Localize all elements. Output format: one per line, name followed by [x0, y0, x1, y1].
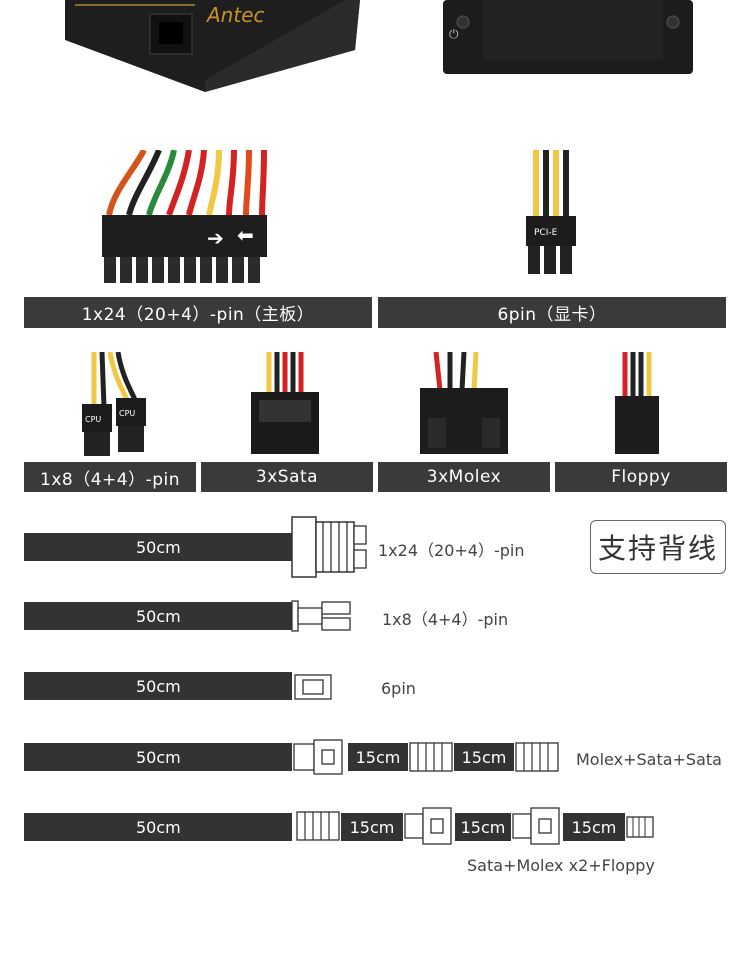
- cable-extension-segment: 15cm: [454, 743, 514, 771]
- floppy-caption: Floppy: [555, 462, 727, 492]
- pcie-6pin-photo: PCI-E: [378, 150, 726, 296]
- cpu-8pin-caption: 1x8（4+4）-pin: [24, 462, 196, 492]
- floppy-photo: [555, 352, 727, 460]
- cpu-connector-label-2: CPU: [119, 409, 135, 418]
- cpu-connector-label-1: CPU: [85, 415, 101, 424]
- psu-side-image: Antec: [65, 0, 360, 92]
- molex-connector-icon: [404, 807, 452, 845]
- cable-extension-segment: 15cm: [348, 743, 408, 771]
- cable-main-segment: 50cm: [24, 743, 292, 771]
- cable-main-segment: 50cm: [24, 813, 292, 841]
- cable-main-segment: 50cm: [24, 672, 292, 700]
- sata-caption: 3xSata: [201, 462, 373, 492]
- atx-24pin-photo: ➔ ⬅: [24, 150, 372, 296]
- svg-text:➔: ➔: [207, 226, 224, 250]
- sata-photo: [201, 352, 373, 460]
- cable-extension-segment: 15cm: [563, 813, 625, 841]
- psu-fan-image: ⏻: [443, 0, 693, 74]
- cable-connector-label: 1x24（20+4）-pin: [378, 541, 525, 560]
- pcie-connector-label: PCI-E: [534, 228, 558, 238]
- cable-connector-label: Molex+Sata+Sata: [576, 750, 722, 769]
- cable-main-segment: 50cm: [24, 602, 292, 630]
- cable-extension-segment: 15cm: [341, 813, 403, 841]
- atx-24pin-caption: 1x24（20+4）-pin（主板）: [24, 297, 372, 328]
- cpu-8pin-connector-icon: [291, 600, 351, 632]
- pcie-6pin-connector-icon: [294, 674, 332, 700]
- sata-connector-icon: [515, 742, 559, 772]
- sata-connector-icon: [409, 742, 453, 772]
- molex-connector-icon: [293, 739, 343, 775]
- molex-caption: 3xMolex: [378, 462, 550, 492]
- floppy-connector-icon: [626, 816, 654, 838]
- molex-photo: [378, 352, 550, 460]
- cable-extension-segment: 15cm: [455, 813, 511, 841]
- molex-connector-icon: [512, 807, 560, 845]
- cable-main-segment: 50cm: [24, 533, 292, 561]
- back-wiring-badge: 支持背线: [590, 520, 726, 574]
- pcie-6pin-caption: 6pin（显卡）: [378, 297, 726, 328]
- sata-connector-icon: [296, 811, 340, 841]
- cable-connector-label: 1x8（4+4）-pin: [382, 610, 509, 629]
- svg-text:⏻: ⏻: [449, 27, 459, 41]
- cpu-8pin-photo: CPU CPU: [24, 352, 196, 460]
- cable-connector-label: Sata+Molex x2+Floppy: [467, 856, 655, 875]
- svg-text:⬅: ⬅: [237, 223, 254, 247]
- brand-logo: Antec: [205, 3, 265, 27]
- atx-24pin-connector-icon: [291, 516, 367, 578]
- cable-connector-label: 6pin: [381, 679, 416, 698]
